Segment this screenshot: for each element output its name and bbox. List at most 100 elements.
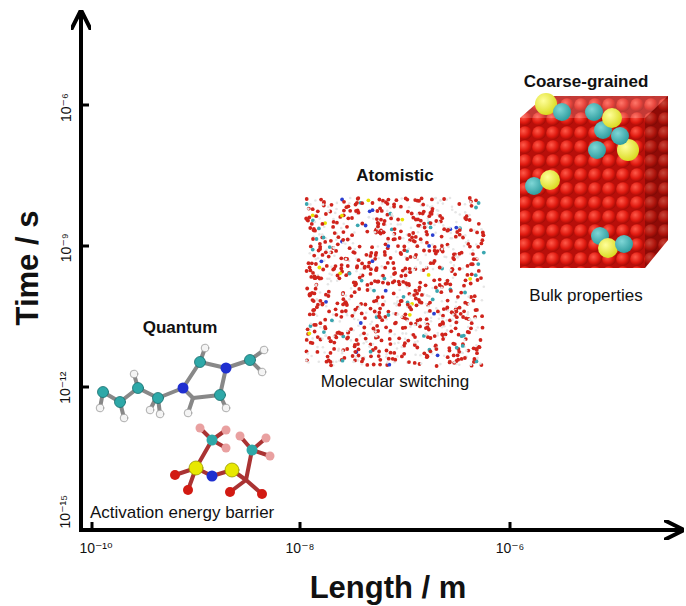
atom-dot — [463, 291, 467, 295]
atom-dot — [365, 311, 368, 314]
atom-dot — [309, 203, 312, 206]
atom-dot — [404, 337, 407, 340]
atom-dot — [362, 326, 366, 330]
atom-dot — [473, 294, 477, 298]
atomistic-box — [304, 196, 485, 368]
atom-dot — [318, 245, 322, 249]
atom-dot — [407, 233, 411, 237]
atom-dot — [475, 344, 478, 347]
atom-dot — [414, 341, 417, 344]
atom-dot — [398, 236, 402, 240]
atom-dot — [464, 316, 468, 320]
atom-dot — [387, 241, 390, 244]
atom-dot — [416, 340, 419, 343]
atom-dot — [320, 259, 324, 263]
atom-dot — [433, 245, 437, 249]
atom-dot — [332, 341, 336, 345]
atom-dot — [475, 231, 479, 235]
atom-dot — [386, 244, 390, 248]
atom-dot — [392, 292, 396, 296]
atom-dot — [365, 253, 369, 257]
atom-dot — [391, 213, 394, 216]
atom-dot — [392, 312, 395, 315]
atom-dot — [376, 329, 380, 333]
atom-dot — [421, 203, 425, 207]
atom-dot — [435, 289, 439, 293]
atom-dot — [315, 258, 318, 261]
atom-dot — [308, 252, 311, 255]
atom-dot — [425, 266, 429, 270]
atom-dot — [460, 357, 464, 361]
atom-dot — [456, 295, 460, 299]
atom-dot — [416, 224, 420, 228]
atom-dot — [442, 307, 446, 311]
atom-dot — [341, 350, 344, 353]
atom-dot — [319, 291, 322, 294]
atom-dot — [399, 274, 403, 278]
atom-dot — [372, 218, 375, 221]
atom-dot — [315, 283, 319, 287]
atom-dot — [392, 205, 396, 209]
atom-dot — [461, 352, 464, 355]
atom-dot — [414, 235, 418, 239]
atom-dot — [407, 248, 410, 251]
atom-dot — [476, 262, 480, 266]
atom-dot — [469, 282, 473, 286]
atom-dot — [428, 309, 432, 313]
atom-dot — [384, 300, 387, 303]
atom-dot — [433, 334, 437, 338]
atom-dot — [313, 330, 317, 334]
atom-dot — [315, 284, 318, 287]
atom-dot — [462, 309, 466, 313]
atom-dot — [476, 257, 479, 260]
atom-dot — [313, 274, 317, 278]
atom-dot — [331, 268, 335, 272]
atom-dot — [397, 336, 401, 340]
atom-dot — [417, 258, 420, 261]
atom-dot — [401, 346, 404, 349]
atom-dot — [335, 208, 338, 211]
atom-dot — [363, 266, 367, 270]
atom-dot — [352, 242, 355, 245]
atom-dot — [457, 202, 461, 206]
atom-dot — [356, 197, 360, 201]
atom-dot — [323, 351, 326, 354]
coarse-grained-cube — [520, 93, 668, 268]
atom-dot — [322, 236, 326, 240]
atom-dot — [357, 359, 360, 362]
atom-dot — [475, 257, 479, 261]
atom-dot — [473, 229, 476, 232]
atom-dot — [377, 311, 381, 315]
atom-dot — [317, 257, 320, 260]
atom-dot — [421, 212, 425, 216]
atom-dot — [338, 348, 341, 351]
atom-dot — [405, 283, 409, 287]
atom-dot — [378, 358, 382, 362]
atom-dot — [309, 341, 313, 345]
atom-dot — [380, 339, 384, 343]
atom-dot — [411, 231, 415, 235]
atom-dot — [386, 261, 390, 265]
atom-dot — [413, 269, 416, 272]
atom-dot — [429, 349, 433, 353]
axis-title: Length / m — [310, 571, 467, 605]
atom-dot — [450, 261, 453, 264]
atom-dot — [317, 227, 321, 231]
atom-dot — [467, 295, 470, 298]
atom-dot — [383, 254, 386, 257]
atom-dot — [456, 353, 460, 357]
atom-dot — [396, 296, 399, 299]
atom-dot — [468, 214, 471, 217]
atom-dot — [373, 257, 377, 261]
atom-dot — [354, 350, 358, 354]
atom-dot — [340, 214, 344, 218]
atom-dot — [396, 244, 400, 248]
atom-dot — [380, 209, 384, 213]
atom-dot — [387, 310, 391, 314]
atom-dot — [401, 280, 405, 284]
atom-dot — [332, 220, 336, 224]
atom-dot — [311, 207, 315, 211]
atom-dot — [441, 314, 445, 318]
scale-caption: Activation energy barrier — [90, 504, 274, 523]
atom-dot — [475, 308, 479, 312]
